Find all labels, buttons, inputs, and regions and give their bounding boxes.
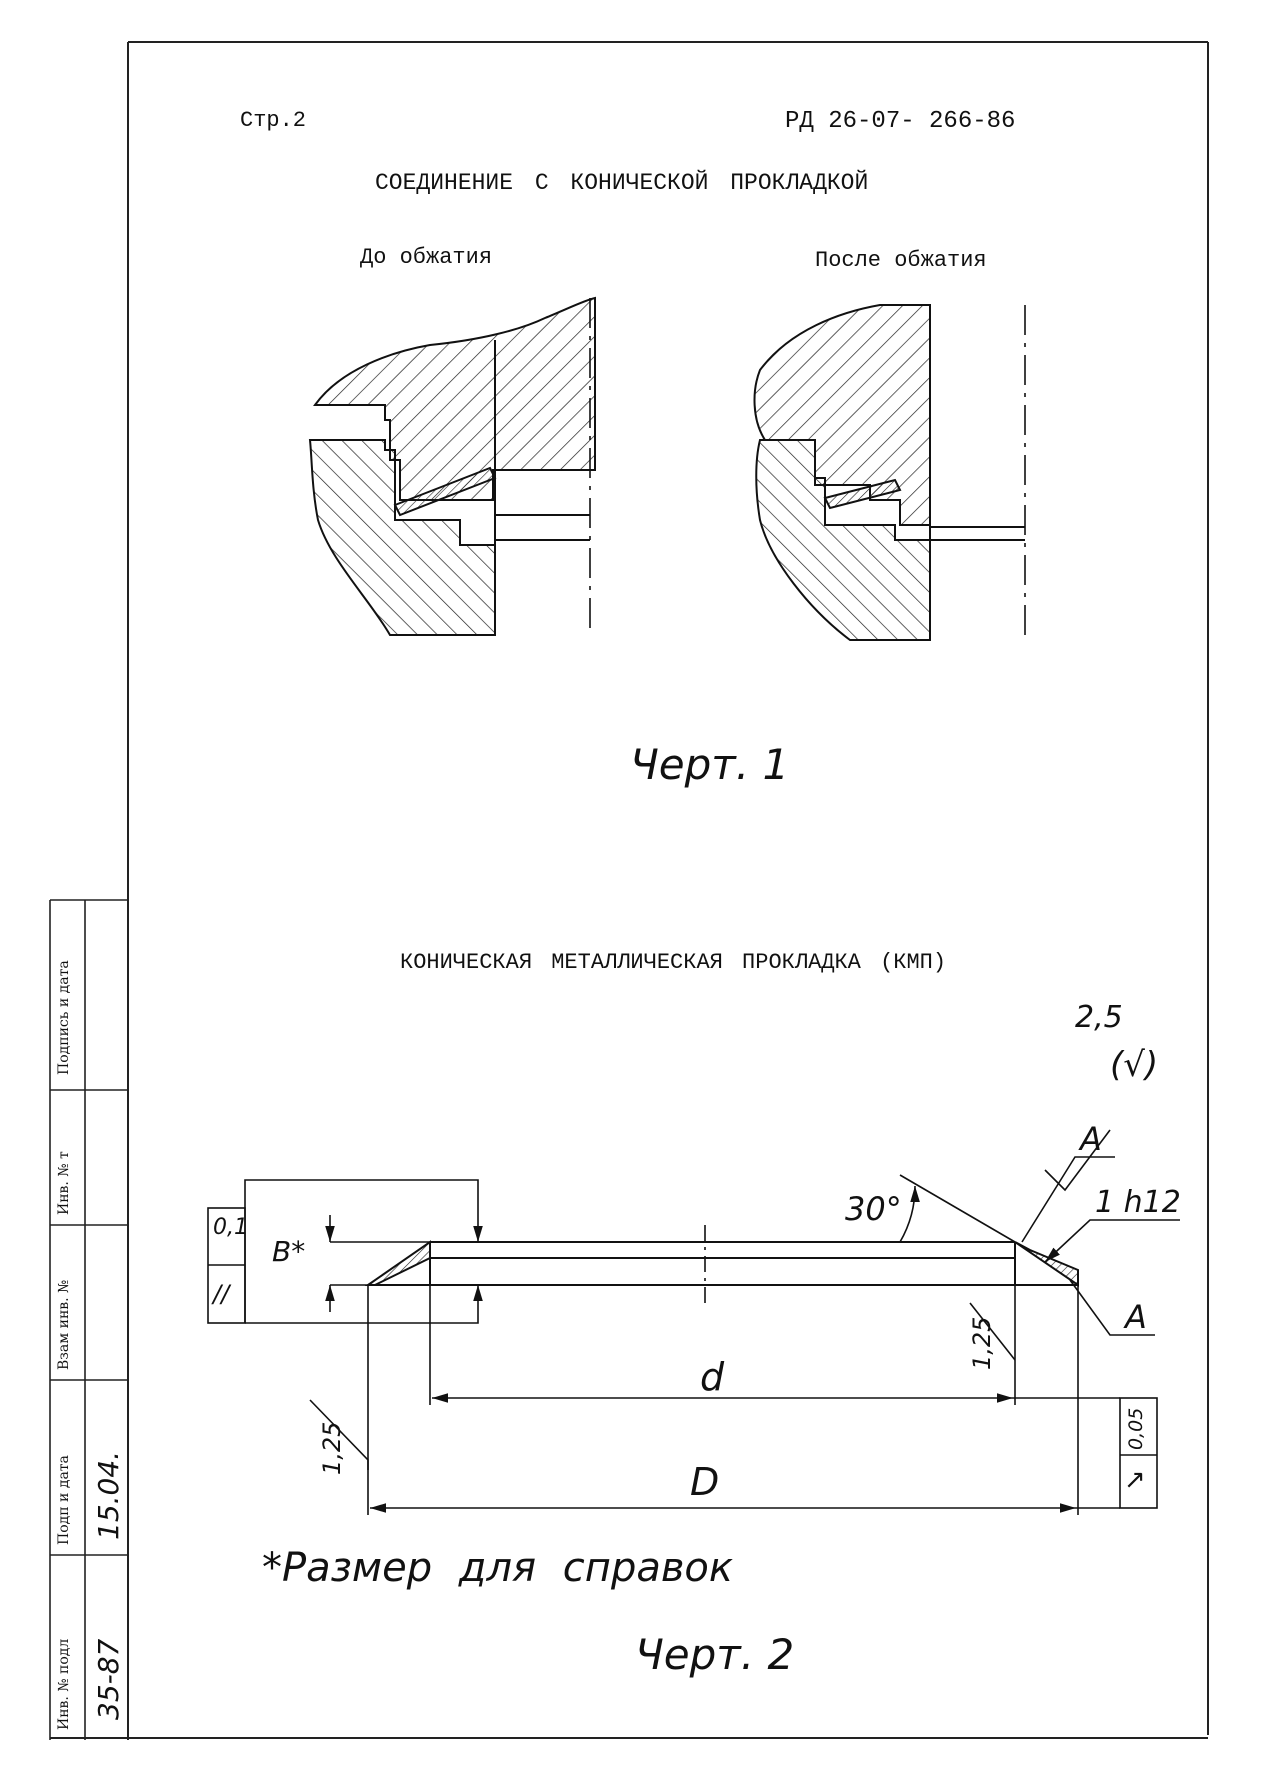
chamfer-right-dim: 1,25: [968, 1316, 996, 1370]
stamp-signature-date: Подпись и дата: [56, 960, 72, 1075]
side-stamp-grid: [49, 899, 128, 1740]
fig1-after-section: [753, 304, 1026, 641]
sheet-frame: [50, 41, 1209, 1740]
roughness-symbol: (√): [1110, 1045, 1159, 1085]
fig2-title: КОНИЧЕСКАЯ МЕТАЛЛИЧЕСКАЯ ПРОКЛАДКА (КМП): [400, 950, 947, 975]
fig2-dimensions: [207, 1129, 1180, 1515]
stamp-original-inv: Инв. № подл: [56, 1638, 72, 1730]
fig1-after-label: После обжатия: [815, 248, 987, 273]
thickness-tolerance: 1 h12: [1095, 1185, 1181, 1220]
parallelism-value: 0,1: [213, 1215, 248, 1240]
document-code: РД 26-07- 266-86: [785, 108, 1016, 135]
parallelism-icon: //: [213, 1280, 230, 1308]
stamp-handwritten-date: 15.04.: [92, 1450, 125, 1540]
fig1-before-section: [308, 296, 596, 636]
inner-diameter-label: d: [700, 1355, 725, 1399]
outer-diameter-label: D: [690, 1460, 720, 1504]
fig2-gasket: [364, 1225, 1079, 1305]
fig1-before-label: До обжатия: [360, 245, 493, 270]
fig1-title: СОЕДИНЕНИЕ С КОНИЧЕСКОЙ ПРОКЛАДКОЙ: [375, 170, 869, 196]
chamfer-left-dim: 1,25: [318, 1421, 346, 1475]
section-mark-bottom: A: [1125, 1298, 1147, 1336]
stamp-inv-no: Инв. № т: [56, 1151, 72, 1215]
runout-value: 0,05: [1125, 1407, 1147, 1450]
stamp-handwritten-inv: 35-87: [92, 1638, 125, 1720]
fig2-caption: Черт. 2: [635, 1630, 795, 1679]
angle-label: 30°: [845, 1190, 902, 1228]
roughness-value: 2,5: [1075, 1000, 1123, 1035]
section-mark-top: A: [1080, 1120, 1102, 1158]
runout-icon: ↗: [1124, 1465, 1146, 1495]
page-number: Стр.2: [240, 108, 307, 133]
stamp-replace-inv: Взам инв. №: [56, 1279, 72, 1370]
stamp-sign-date-2: Подп и дата: [56, 1455, 72, 1545]
height-reference-dim: B*: [272, 1235, 306, 1268]
fig1-caption: Черт. 1: [630, 740, 790, 789]
reference-note: *Размер для справок: [262, 1545, 734, 1591]
